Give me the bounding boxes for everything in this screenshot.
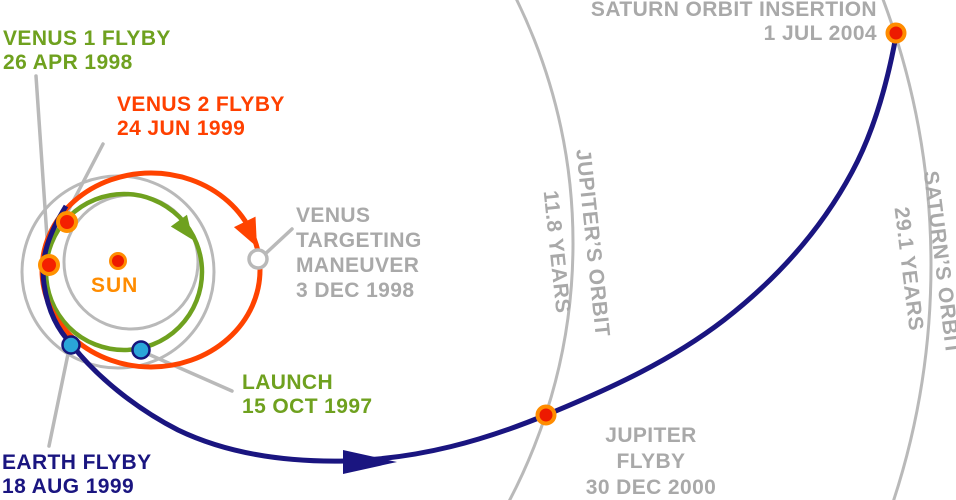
saturn-orbit-insertion-label: SATURN ORBIT INSERTION 1 JUL 2004 <box>591 0 877 46</box>
jupiter-flyby-dot <box>535 404 557 426</box>
saturn-orbit-insertion-dot <box>885 22 907 44</box>
launch-dot <box>131 340 151 360</box>
maneuver-name-line2: TARGETING <box>296 229 422 252</box>
venus1-flyby-label: VENUS 1 FLYBY 26 APR 1998 <box>3 27 171 75</box>
jupiter-orbit-circle <box>507 0 575 500</box>
jupiter-flyby-date: 30 DEC 2000 <box>585 476 717 499</box>
launch-label: LAUNCH 15 OCT 1997 <box>242 371 372 419</box>
maneuver-leader-line <box>262 227 294 257</box>
saturn-orbit-circle <box>881 0 933 500</box>
venus2-flyby-dot <box>38 254 60 276</box>
jupiter-flyby-label: JUPITER FLYBY 30 DEC 2000 <box>586 423 716 500</box>
launch-leader-line <box>146 352 234 393</box>
venus1-flyby-date: 26 APR 1998 <box>3 51 133 74</box>
venus2-leg-arrowhead <box>233 216 257 247</box>
maneuver-date: 3 DEC 1998 <box>296 279 415 302</box>
launch-name: LAUNCH <box>242 371 334 394</box>
venus-targeting-maneuver-label: VENUS TARGETING MANEUVER 3 DEC 1998 <box>296 203 422 303</box>
venus1-leader-line <box>34 74 50 254</box>
venus1-flyby-dot <box>56 211 78 233</box>
cruise-leg-path <box>40 35 899 464</box>
earth-flyby-name: EARTH FLYBY <box>2 451 152 474</box>
venus1-flyby-name: VENUS 1 FLYBY <box>3 27 171 50</box>
jupiter-flyby-name-line1: JUPITER <box>605 424 697 447</box>
launch-date: 15 OCT 1997 <box>242 395 373 418</box>
maneuver-name-line3: MANEUVER <box>296 254 420 277</box>
launch-leg-arrowhead <box>170 214 193 240</box>
earth-flyby-date: 18 AUG 1999 <box>2 475 135 498</box>
venus2-flyby-label: VENUS 2 FLYBY 24 JUN 1999 <box>117 93 285 141</box>
earth-flyby-label: EARTH FLYBY 18 AUG 1999 <box>2 451 151 499</box>
venus2-flyby-date: 24 JUN 1999 <box>117 117 246 140</box>
venus2-flyby-name: VENUS 2 FLYBY <box>117 93 285 116</box>
earth-leader-line <box>47 352 70 448</box>
sun-label: SUN <box>91 274 139 297</box>
jupiter-flyby-name-line2: FLYBY <box>616 450 686 473</box>
soi-name: SATURN ORBIT INSERTION <box>590 0 877 21</box>
maneuver-name-line1: VENUS <box>296 204 371 227</box>
venus-targeting-maneuver-marker <box>247 248 269 270</box>
earth-flyby-dot <box>61 335 81 355</box>
cruise-leg-arrowhead <box>343 450 397 474</box>
soi-date: 1 JUL 2004 <box>763 22 877 45</box>
sun-dot <box>109 252 127 270</box>
